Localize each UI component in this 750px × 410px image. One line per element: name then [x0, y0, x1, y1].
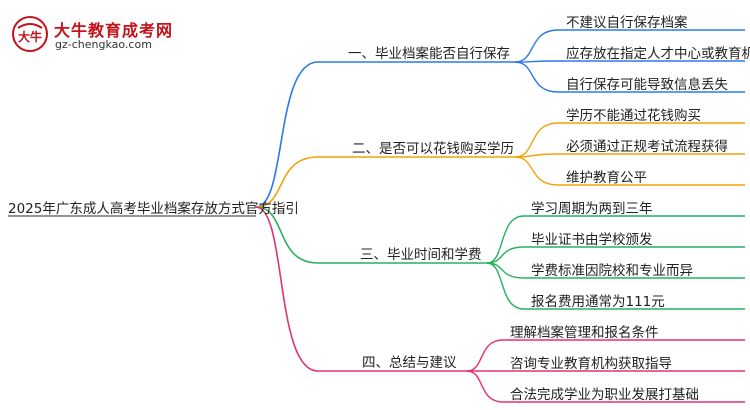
- logo-mark-text: 大牛: [18, 29, 42, 44]
- leaf-3-1: 学习周期为两到三年: [531, 201, 653, 217]
- branch-1-connector: [255, 61, 319, 208]
- logo-url: gz-chengkao.com: [55, 38, 152, 51]
- site-logo[interactable]: 大牛 大牛教育成考网 gz-chengkao.com: [10, 14, 190, 54]
- leaf-2-3-connector: [514, 156, 559, 186]
- leaf-2-1: 学历不能通过花钱购买: [566, 108, 701, 124]
- logo-mark-icon: 大牛: [12, 16, 48, 52]
- branch-3-connector: [255, 206, 319, 264]
- leaf-1-3: 自行保存可能导致信息丢失: [566, 77, 728, 93]
- leaf-4-1-connector: [466, 339, 504, 372]
- leaf-3-1-connector: [486, 215, 525, 264]
- branch-4-label: 四、总结与建议: [362, 355, 457, 371]
- branch-1-label: 一、毕业档案能否自行保存: [348, 46, 510, 62]
- leaf-4-1: 理解档案管理和报名条件: [510, 325, 659, 341]
- leaf-1-2: 应存放在指定人才中心或教育机构: [566, 46, 750, 62]
- leaf-2-3: 维护教育公平: [566, 170, 647, 186]
- leaf-2-2: 必须通过正规考试流程获得: [566, 139, 728, 155]
- branch-2-label: 二、是否可以花钱购买学历: [352, 141, 514, 157]
- leaf-3-2-connector: [486, 246, 525, 264]
- leaf-4-3-connector: [466, 370, 504, 403]
- branch-2-connector: [255, 156, 319, 208]
- leaf-2-1-connector: [514, 122, 559, 158]
- leaf-3-4-connector: [486, 262, 525, 310]
- leaf-3-4: 报名费用通常为111元: [531, 294, 665, 310]
- root-topic: 2025年广东成人高考毕业档案存放方式官方指引: [8, 201, 299, 217]
- leaf-1-3-connector: [514, 61, 559, 93]
- leaf-1-1-connector: [514, 29, 559, 63]
- leaf-3-2: 毕业证书由学校颁发: [531, 232, 653, 248]
- branch-4-connector: [255, 206, 319, 372]
- leaf-4-2: 咨询专业教育机构获取指导: [510, 356, 672, 372]
- leaf-3-3: 学费标准因院校和专业而异: [531, 263, 693, 279]
- leaf-4-3: 合法完成学业为职业发展打基础: [510, 387, 699, 403]
- branch-3-label: 三、毕业时间和学费: [360, 247, 482, 263]
- logo-title: 大牛教育成考网: [54, 21, 174, 40]
- leaf-1-1: 不建议自行保存档案: [566, 15, 688, 31]
